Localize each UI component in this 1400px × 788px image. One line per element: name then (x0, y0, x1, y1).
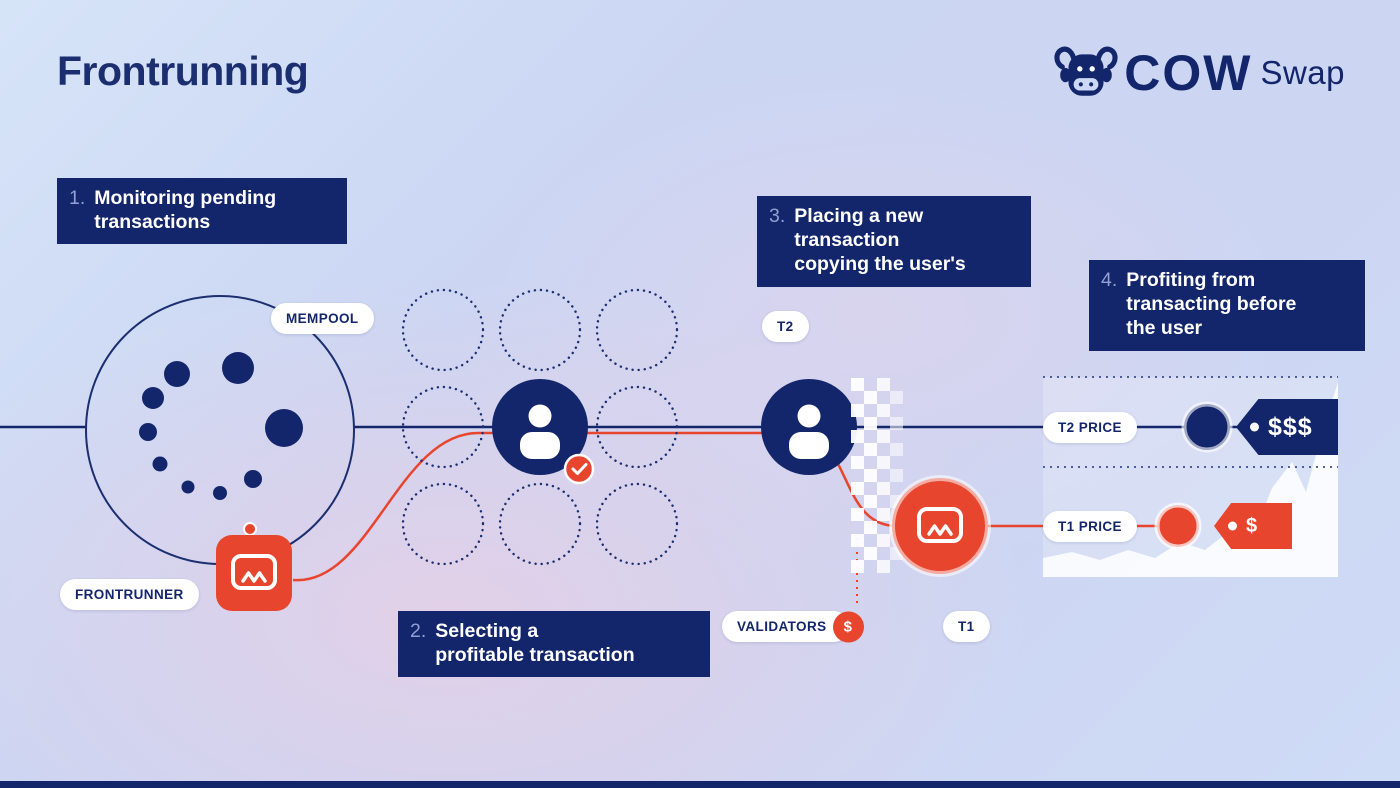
t1-price-tag: $ (1214, 503, 1292, 549)
pending-transactions-grid (401, 288, 679, 566)
step-3-box: 3. Placing a new transaction copying the… (757, 196, 1031, 287)
mempool-label: MEMPOOL (271, 303, 374, 334)
step-1-number: 1. (69, 187, 86, 209)
mempool-dots (139, 352, 303, 500)
step-2-text: Selecting a profitable transaction (435, 620, 635, 667)
logo-brand-text: COW (1124, 45, 1253, 101)
validator-robot-icon (889, 475, 991, 577)
t2-price-tag: $$$ (1236, 399, 1338, 455)
flow-line-red (292, 431, 1160, 582)
step-1-text: Monitoring pending transactions (94, 187, 277, 234)
user-icon (492, 379, 588, 475)
step-4-box: 4. Profiting from transacting before the… (1089, 260, 1365, 351)
logo-suffix-text: Swap (1260, 54, 1345, 91)
t1-label: T1 (943, 611, 990, 642)
step-4-text: Profiting from transacting before the us… (1126, 269, 1297, 340)
frontrunner-robot-icon (216, 522, 292, 611)
step-1-box: 1. Monitoring pending transactions (57, 178, 347, 245)
t2-price-marker (1181, 401, 1233, 453)
dollar-badge-icon: $ (832, 611, 864, 642)
validators-label: VALIDATORS $ (722, 611, 864, 642)
frontrunner-label: FRONTRUNNER (60, 579, 199, 610)
cow-icon (1054, 46, 1118, 96)
step-2-box: 2. Selecting a profitable transaction (398, 611, 710, 678)
t1-price-label: T1 PRICE (1043, 511, 1137, 542)
step-2-number: 2. (410, 620, 427, 642)
page-title: Frontrunning (57, 48, 309, 94)
tag-hole (1250, 422, 1259, 432)
step-4-number: 4. (1101, 269, 1118, 291)
t1-price-marker (1154, 502, 1202, 550)
tag-hole (1228, 521, 1237, 531)
checker-dissolve (851, 378, 903, 573)
t2-price-label: T2 PRICE (1043, 412, 1137, 443)
check-icon (563, 453, 595, 485)
step-3-number: 3. (769, 205, 786, 227)
cowswap-logo: COW Swap (1054, 44, 1345, 102)
step-3-text: Placing a new transaction copying the us… (794, 205, 966, 276)
t2-label: T2 (762, 311, 809, 342)
mempool-circle (85, 295, 355, 565)
user-icon (761, 379, 857, 475)
footer-bar (0, 781, 1400, 788)
antenna-dot (243, 522, 257, 536)
